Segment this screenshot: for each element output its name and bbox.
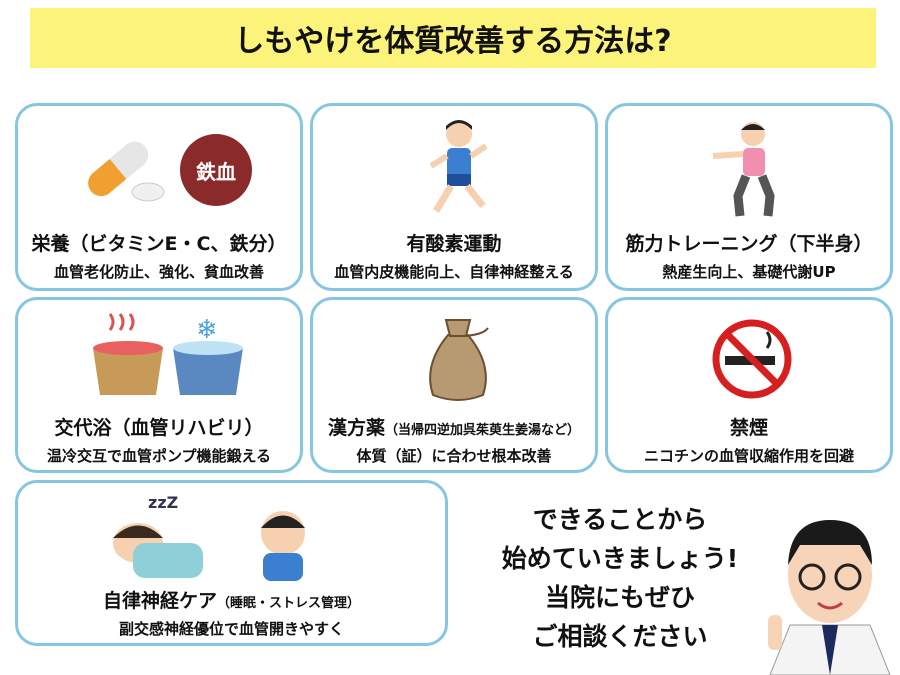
card-kampo: 漢方薬（当帰四逆加呉茱萸生姜湯など） 体質（証）に合わせ根本改善	[310, 297, 598, 473]
card-subtext: 温冷交互で血管ポンプ機能鍛える	[46, 447, 272, 465]
hot-cold-tubs-icon: ❄	[93, 313, 243, 395]
card-heading: 自律神経ケア（睡眠・ストレス管理）	[18, 586, 445, 613]
card-subtext: 血管老化防止、強化、貧血改善	[53, 263, 264, 281]
card-heading: 有酸素運動	[406, 233, 502, 255]
card-heading: 漢方薬（当帰四逆加呉茱萸生姜湯など）	[313, 413, 595, 440]
page-title: しもやけを体質改善する方法は?	[30, 8, 876, 68]
card-contrast-bath: ❄ 交代浴（血管リハビリ） 温冷交互で血管ポンプ機能鍛える	[15, 297, 303, 473]
card-autonomic-care: zzZ 自律神経ケア（睡眠・ストレス管理） 副交感神経優位で血管開きやすく	[15, 480, 448, 646]
card-heading-note: （睡眠・ストレス管理）	[217, 596, 361, 611]
card-subtext: ニコチンの血管収縮作用を回避	[643, 447, 854, 465]
pill-capsule-icon	[88, 141, 165, 202]
card-subtext: 体質（証）に合わせ根本改善	[356, 447, 552, 465]
card-heading: 筋力トレーニング（下半身）	[625, 233, 873, 255]
herb-bag-icon	[429, 319, 489, 401]
call-to-action: できることから 始めていきましょう! 当院にもぜひ ご相談ください	[470, 500, 770, 656]
card-heading-text: 漢方薬	[327, 417, 385, 439]
card-heading: 交代浴（血管リハビリ）	[54, 417, 264, 439]
card-heading: 栄養（ビタミンE・C、鉄分）	[31, 233, 287, 255]
card-heading: 禁煙	[729, 417, 768, 439]
cta-line: できることから	[532, 505, 708, 534]
card-no-smoking: 禁煙 ニコチンの血管収縮作用を回避	[605, 297, 893, 473]
svg-text:zzZ: zzZ	[148, 493, 178, 512]
sleeping-relaxed-people-icon: zzZ	[113, 493, 305, 581]
card-heading-note: （当帰四逆加呉茱萸生姜湯など）	[385, 423, 581, 438]
card-strength: 筋力トレーニング（下半身） 熱産生向上、基礎代謝UP	[605, 103, 893, 291]
card-subtext: 血管内皮機能向上、自律神経整える	[334, 263, 574, 281]
card-subtext: 熱産生向上、基礎代謝UP	[662, 263, 836, 281]
svg-text:❄: ❄	[196, 315, 218, 345]
card-subtext: 副交感神経優位で血管開きやすく	[118, 620, 344, 638]
cta-line: 始めていきましょう!	[501, 544, 739, 573]
running-person-icon	[429, 120, 488, 213]
squat-person-icon	[712, 122, 775, 217]
card-heading-text: 自律神経ケア	[102, 590, 217, 612]
iron-blood-badge: 鉄血	[180, 134, 252, 206]
no-smoking-icon	[712, 319, 792, 399]
cta-line: 当院にもぜひ	[544, 583, 695, 612]
card-aerobic: 有酸素運動 血管内皮機能向上、自律神経整える	[310, 103, 598, 291]
cta-line: ご相談ください	[532, 622, 708, 651]
doctor-illustration-icon	[768, 520, 891, 675]
card-nutrition: 鉄血 栄養（ビタミンE・C、鉄分） 血管老化防止、強化、貧血改善	[15, 103, 303, 291]
